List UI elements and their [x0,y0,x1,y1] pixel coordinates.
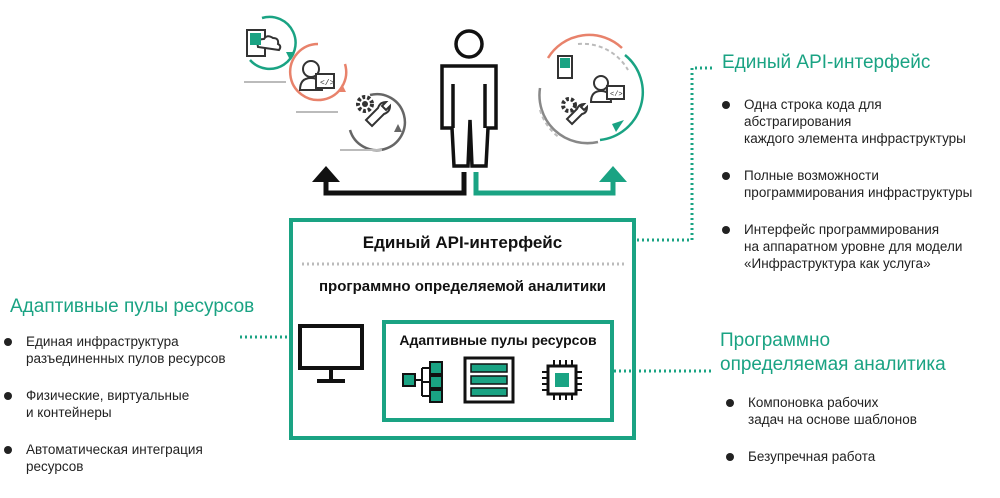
bullet-dot [726,399,734,407]
right-top-list: Одна строка кода для абстрагирования каж… [718,96,972,292]
main-box-subtitle: программно определяемой аналитики [319,278,606,295]
gear-icon [561,97,577,113]
wrench-icon [565,102,589,126]
connector-top-right [637,66,712,242]
right-arrow-head [599,166,627,182]
left-title: Адаптивные пулы ресурсов [10,296,255,317]
list-item: Единая инфраструктура разъединенных пуло… [0,333,226,367]
cloud-device-icon [246,29,282,57]
right-bottom-title-line1: Программно [720,330,831,351]
bullet-dot [4,392,12,400]
list-item: Физические, виртуальные и контейнеры [0,387,226,421]
developer-icon [593,75,609,91]
monitor-icon [298,324,364,383]
svg-text:</>: </> [610,91,623,99]
right-top-title: Единый API-интерфейс [722,52,931,73]
list-item: Интерфейс программирования на аппаратном… [718,221,972,272]
list-item: Безупречная работа [722,448,917,465]
svg-text:</>: </> [320,79,335,88]
right-arrow [473,172,616,196]
list-item: Полные возможности программирования инфр… [718,167,972,201]
bullet-dot [4,446,12,454]
main-box-title: Единый API-интерфейс [362,233,563,252]
cloud-device-icon [557,55,573,79]
inner-box-title: Адаптивные пулы ресурсов [399,332,597,348]
developer-icon: </> [298,60,335,91]
left-arrow-head [312,166,340,182]
legacy-icons: </> [244,15,407,152]
list-item: Одна строка кода для абстрагирования каж… [718,96,972,147]
composable-cycle: </> [538,33,644,145]
bullet-dot [722,101,730,109]
left-arrow [323,172,467,196]
list-item: Компоновка рабочих задач на основе шабло… [722,394,917,428]
bullet-dot [722,226,730,234]
bullet-dot [722,172,730,180]
left-list: Единая инфраструктура разъединенных пуло… [0,333,226,495]
right-bottom-list: Компоновка рабочих задач на основе шабло… [722,394,917,485]
right-bottom-title-line2: определяемая аналитика [720,354,946,375]
chip-icon [542,360,582,400]
bullet-dot [726,453,734,461]
bullet-dot [4,338,12,346]
gear-wrench-icon [356,95,392,128]
list-item: Автоматическая интеграция ресурсов [0,441,226,475]
network-icon [402,361,443,403]
storage-icon [463,356,515,404]
person-icon [440,29,498,168]
